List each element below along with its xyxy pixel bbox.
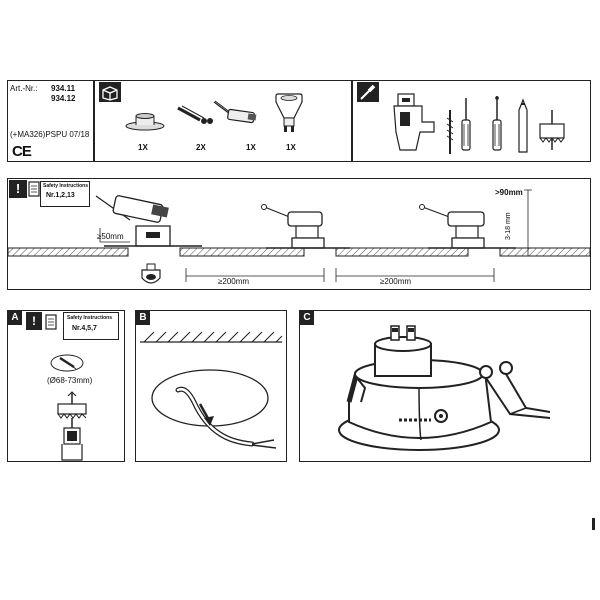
safety-instructions-box [40,181,90,207]
drill-bit-icon [446,110,454,154]
installation-panel [7,178,591,290]
phillips-screwdriver-icon [492,96,502,151]
drill-icon [393,93,435,151]
qty-bulb: 1X [286,143,296,152]
ce-mark: CE [12,143,32,160]
page-edge-mark [592,518,595,530]
flat-screwdriver-icon [461,98,471,151]
panel-b-ceiling-hatch [140,331,283,343]
panel-a-safety-box [63,312,119,340]
dim-ceiling: 3-18 mm [505,212,512,240]
panel-b-label: B [136,311,150,325]
panel-b [135,310,287,462]
installation-fixture-3 [419,204,516,249]
product-code: (+MA326)PSPU 07/18 [10,130,90,139]
gu10-bulb-icon [275,93,303,132]
qty-housing: 1X [138,143,148,152]
art-nr-label: Art.-Nr.: [10,84,38,93]
dimension-lines [99,189,532,282]
dim-depth: >90mm [495,188,523,197]
panel-c [299,310,591,462]
warning-icon: ! [9,180,27,198]
spring-clips-icon [177,105,213,124]
screwdriver-icon [357,82,379,102]
installation-bulb [141,263,161,284]
recessed-housing-icon [125,113,165,131]
art-nr-1: 934.11 [51,84,76,93]
panel-a-warning-icon: ! [26,312,42,330]
hole-saw-cut [57,391,87,461]
safety-title: Safety Instructions [43,183,89,189]
qty-lamp-holder: 1X [246,143,256,152]
cable-through-hole [151,369,277,449]
installation-fixture-1 [95,195,202,247]
panel-a-label: A [8,311,22,325]
panel-a-book-icon [45,314,57,330]
qty-clips: 2X [196,143,206,152]
spring-clip-detail [479,361,551,419]
book-icon [28,181,40,197]
pencil-icon [518,98,528,153]
art-nr-2: 934.12 [51,94,76,103]
panel-a-safety-title: Safety Instructions [67,315,113,321]
dim-clearance: ≥50mm [97,232,124,241]
dim-spacing-2: ≥200mm [380,277,412,286]
assembled-fixture [338,325,500,451]
hole-saw-icon [539,110,565,150]
article-info-panel [7,80,94,162]
panel-c-label: C [300,311,314,325]
safety-numbers: Nr.1,2,13 [46,192,75,199]
pencil-mark-icon [50,354,84,372]
box-icon [99,82,121,102]
installation-fixture-2 [261,204,350,249]
ceiling-section [7,247,591,257]
panel-a [7,310,125,462]
hole-size: (Ø68-73mm) [47,376,93,385]
contents-panel [94,80,352,162]
dim-spacing-1: ≥200mm [218,277,250,286]
tools-panel [352,80,591,162]
panel-a-safety-numbers: Nr.4,5,7 [72,325,97,332]
lamp-holder-icon [213,100,257,124]
